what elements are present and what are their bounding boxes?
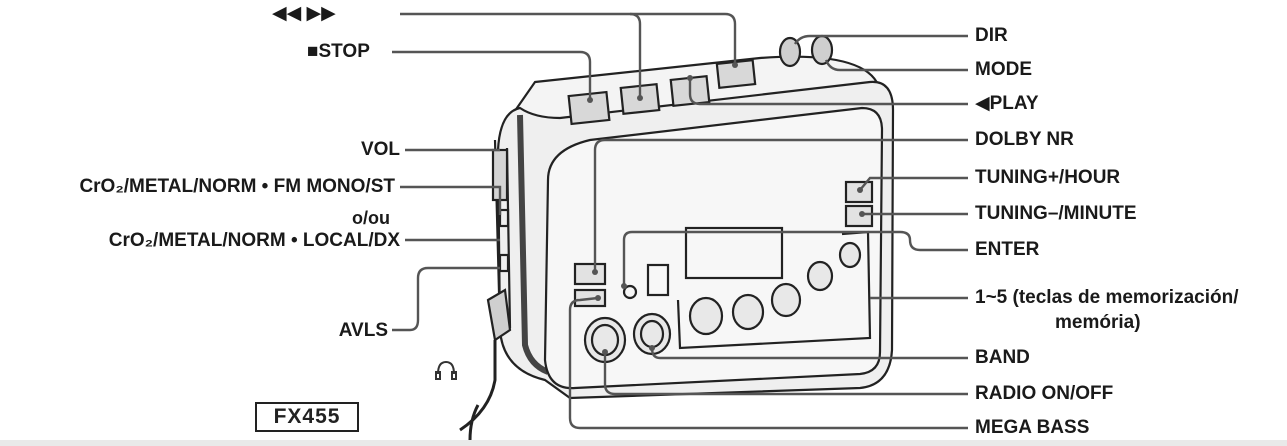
bottom-divider [0,440,1287,446]
label-tuning-plus: TUNING+/HOUR [975,167,1121,188]
label-play: ◀PLAY [975,93,1039,114]
label-dolby: DOLBY NR [975,129,1074,150]
label-avls: AVLS [338,320,388,341]
label-enter: ENTER [975,239,1040,260]
device-body [459,34,895,441]
leader-dots [587,62,865,355]
label-cro2-fm: CrO₂/METAL/NORM • FM MONO/ST [79,176,395,197]
label-dir: DIR [975,25,1008,46]
label-mode: MODE [975,59,1032,80]
label-cro2-local: CrO₂/METAL/NORM • LOCAL/DX [108,230,400,251]
label-tuning-minus: TUNING–/MINUTE [975,203,1137,224]
leader-lines [392,12,968,430]
label-preset-line2: memória) [1055,312,1141,333]
label-or: o/ou [352,208,390,228]
label-band: BAND [975,347,1030,368]
label-radio: RADIO ON/OFF [975,383,1114,404]
label-stop: ■STOP [307,41,370,62]
label-vol: VOL [360,139,400,160]
label-ff-rew: ◀◀ ▶▶ [272,3,336,24]
label-mega-bass: MEGA BASS [975,417,1090,438]
model-label: FX455 [255,402,359,432]
headphones-icon [435,360,457,380]
label-preset-line1: 1~5 (teclas de memorización/ [975,287,1239,308]
